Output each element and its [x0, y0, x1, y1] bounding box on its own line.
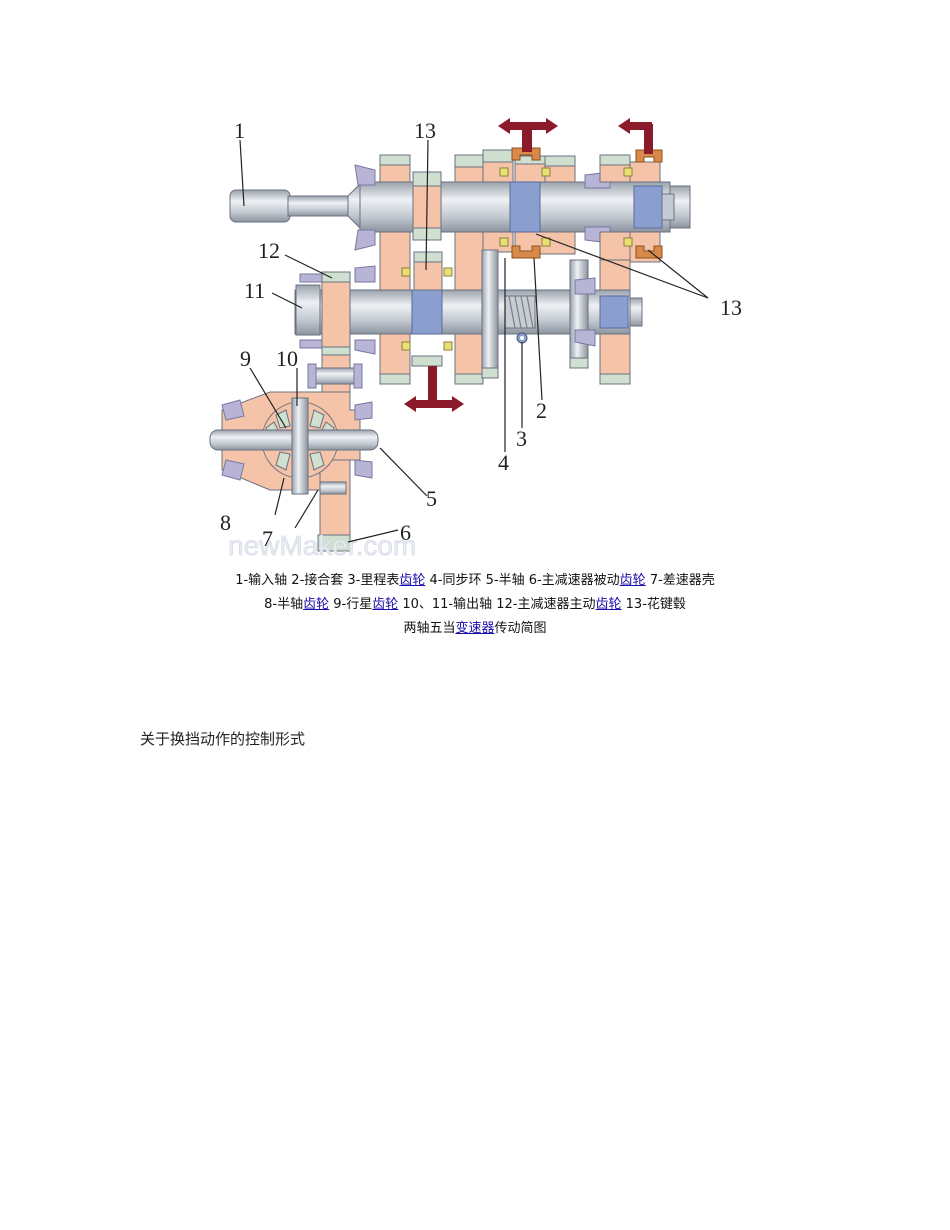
- synchro-rings-top: [499, 167, 633, 247]
- output-bearing-2: [354, 265, 376, 355]
- spline-hub-3-4: [509, 181, 541, 233]
- shift-arrow-1-2: [404, 366, 464, 412]
- callout-10: 10: [276, 346, 298, 371]
- callout-3: 3: [516, 426, 527, 451]
- callout-6: 6: [400, 520, 411, 545]
- caption-text: 9-行星: [329, 597, 373, 612]
- callout-12: 12: [258, 238, 280, 263]
- final-drive-driven-gear: [317, 534, 351, 552]
- caption-link-gear[interactable]: 齿轮: [399, 573, 426, 588]
- shaft-nut: [661, 193, 675, 221]
- callout-13-right: 13: [720, 295, 742, 320]
- callout-13-top: 13: [414, 118, 436, 143]
- caption-text: 两轴五当: [403, 621, 456, 636]
- caption-link-gear[interactable]: 齿轮: [619, 573, 646, 588]
- shift-arrow-5: [618, 118, 653, 154]
- input-bearing-left: [354, 164, 376, 251]
- caption-text: 7-差速器壳: [645, 573, 715, 588]
- figure-title: 两轴五当变速器传动简图: [0, 617, 950, 641]
- output-bearing-right: [574, 277, 596, 347]
- callout-4: 4: [498, 450, 509, 475]
- callout-7: 7: [262, 526, 273, 551]
- callout-5: 5: [426, 486, 437, 511]
- caption-text: 8-半轴: [264, 597, 304, 612]
- caption-link-transmission[interactable]: 变速器: [455, 621, 495, 636]
- section-heading: 关于换挡动作的控制形式: [140, 730, 306, 748]
- callout-8: 8: [220, 510, 231, 535]
- callout-1: 1: [234, 118, 245, 143]
- caption-text: 4-同步环 5-半轴 6-主减速器被动: [425, 573, 620, 588]
- figure-caption-line-1: 1-输入轴 2-接合套 3-里程表齿轮 4-同步环 5-半轴 6-主减速器被动齿…: [0, 569, 950, 593]
- callout-11: 11: [244, 278, 265, 303]
- worm-threads: [508, 295, 534, 329]
- callout-labels: 1 13 12 11 9 10 8 7 5 6 4 3 2 13: [220, 118, 742, 551]
- figure-caption-line-2: 8-半轴齿轮 9-行星齿轮 10、11-输出轴 12-主减速器主动齿轮 13-花…: [0, 593, 950, 617]
- differential-bearings: [221, 399, 373, 481]
- engagement-sleeve-1-2: [411, 355, 443, 367]
- output-bearing-left: [295, 273, 325, 349]
- shift-arrow-3-4: [498, 118, 558, 152]
- spline-hub-5: [633, 185, 663, 229]
- planet-pin: [291, 397, 309, 495]
- transmission-diagram-figure: newMaker.com 1 13 12 11 9 10: [200, 110, 760, 560]
- synchro-rings-mid: [401, 267, 453, 351]
- engagement-sleeves-top: [511, 147, 663, 259]
- caption-link-gear[interactable]: 齿轮: [372, 597, 399, 612]
- watermark: newMaker.com: [228, 530, 416, 560]
- spline-hub-output-end: [599, 295, 629, 329]
- caption-link-gear[interactable]: 齿轮: [303, 597, 330, 612]
- spline-hub-1-2: [411, 289, 443, 335]
- caption-text: 1-输入轴 2-接合套 3-里程表: [235, 573, 400, 588]
- callout-lines: [239, 139, 709, 543]
- input-shaft: [229, 181, 691, 233]
- callout-9: 9: [240, 346, 251, 371]
- transmission-diagram: newMaker.com 1 13 12 11 9 10: [209, 118, 742, 560]
- callout-2: 2: [536, 398, 547, 423]
- final-drive-drive-gear: [321, 271, 351, 411]
- caption-link-gear[interactable]: 齿轮: [595, 597, 622, 612]
- caption-text: 传动简图: [494, 621, 547, 636]
- caption-text: 10、11-输出轴 12-主减速器主动: [398, 597, 596, 612]
- caption-text: 13-花键毂: [621, 597, 686, 612]
